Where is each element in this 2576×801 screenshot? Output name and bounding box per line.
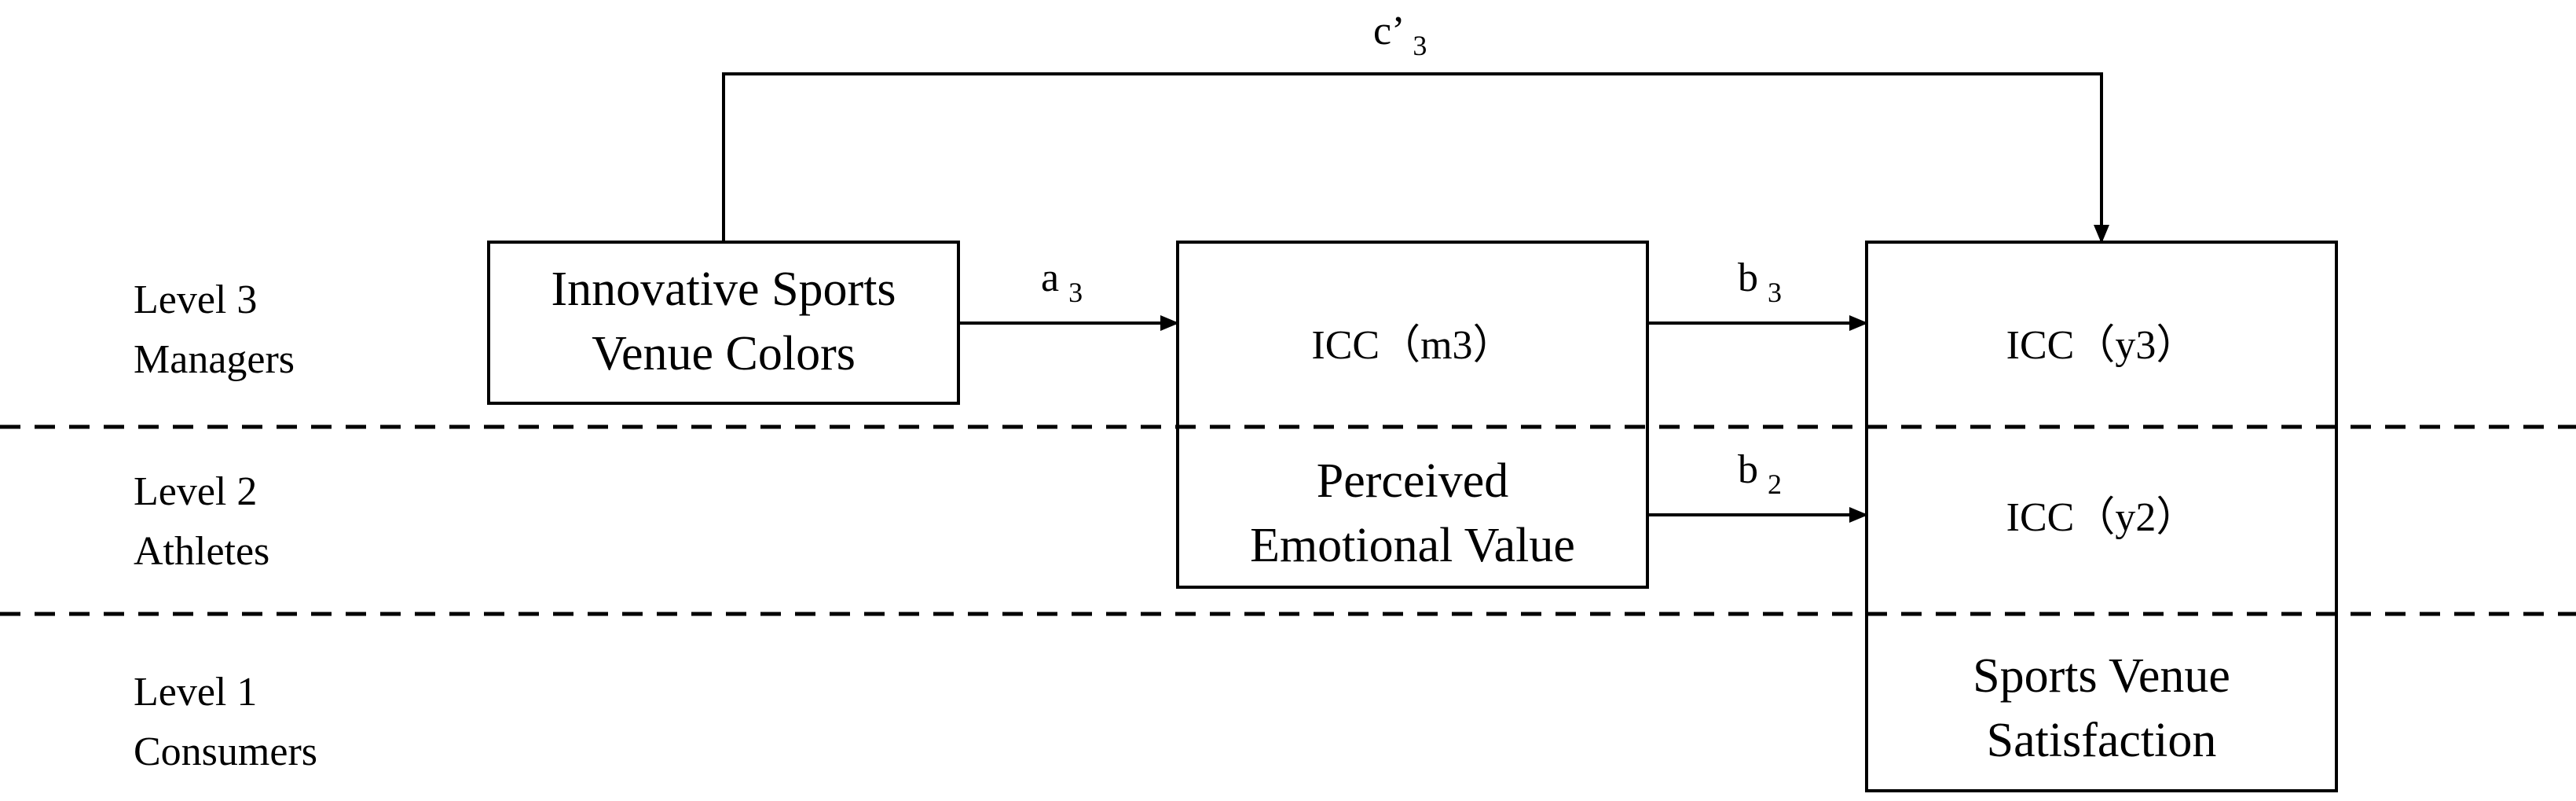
path-b2-subscript: 2 (1768, 468, 1782, 500)
level-1-group: Consumers (134, 729, 317, 774)
level-2-group: Athletes (134, 529, 269, 574)
mediator-line-1: Perceived (1317, 454, 1508, 508)
level-3-title: Level 3 (134, 277, 257, 322)
path-b2-letter: b (1738, 447, 1758, 492)
mediator-box (1176, 241, 1649, 589)
path-c3-label: c’ 3 (1373, 9, 1427, 61)
mediator-icc-label: ICC（m3） (1311, 323, 1513, 368)
path-a3-subscript: 3 (1068, 277, 1083, 308)
predictor-box (487, 241, 960, 405)
outcome-icc-level2-label: ICC（y2） (2006, 495, 2197, 540)
path-c3-arrow (722, 72, 2109, 244)
predictor-line-1: Innovative Sports (551, 263, 896, 316)
path-c3-subscript: 3 (1413, 30, 1427, 61)
path-b3-letter: b (1738, 255, 1758, 300)
predictor-line-2: Venue Colors (592, 327, 856, 380)
outcome-icc-level3-label: ICC（y3） (2006, 323, 2197, 368)
level-2-title: Level 2 (134, 469, 257, 514)
outcome-line-2: Satisfaction (1987, 714, 2217, 767)
level-3-group: Managers (134, 337, 295, 382)
level-1-title: Level 1 (134, 670, 257, 715)
path-c3-letter: c’ (1373, 9, 1405, 53)
mediator-line-2: Emotional Value (1250, 519, 1575, 572)
path-b3-subscript: 3 (1768, 277, 1782, 308)
path-a3-letter: a (1041, 255, 1059, 300)
outcome-line-1: Sports Venue (1973, 649, 2230, 703)
